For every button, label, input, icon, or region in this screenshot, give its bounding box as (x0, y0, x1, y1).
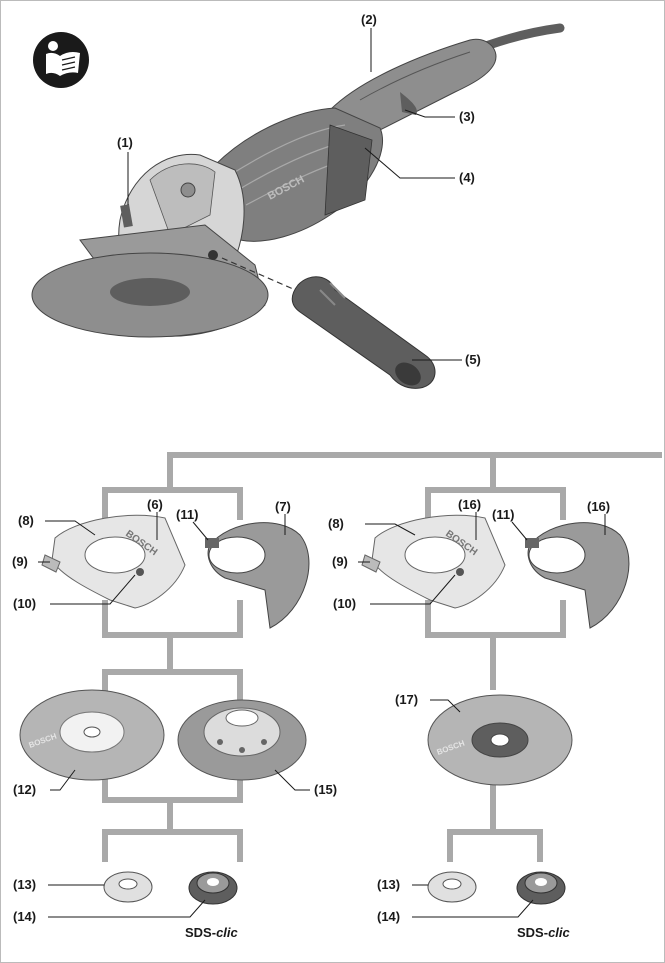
callout-14-left: (14) (13, 909, 36, 924)
callout-12: (12) (13, 782, 36, 797)
callout-17: (17) (395, 692, 418, 707)
sds-prefix-left: SDS- (185, 925, 216, 940)
disc-12: BOSCH (19, 689, 165, 781)
callout-9-right: (9) (332, 554, 348, 569)
callout-13-right: (13) (377, 877, 400, 892)
guard-left-6: BOSCH (41, 514, 186, 609)
callout-13-left: (13) (13, 877, 36, 892)
callout-1: (1) (117, 135, 133, 150)
nut-left-14 (188, 871, 238, 905)
callout-7: (7) (275, 499, 291, 514)
disc-17: BOSCH (427, 694, 573, 786)
guard-right-16: BOSCH (361, 514, 506, 609)
callout-14-right: (14) (377, 909, 400, 924)
tree-connectors (102, 452, 662, 862)
read-manual-icon (33, 32, 89, 88)
flange-right-13 (427, 871, 477, 903)
side-handle (291, 276, 436, 389)
bottom-leader-lines (38, 512, 606, 918)
callout-6: (6) (147, 497, 163, 512)
sds-suffix-right: clic (548, 925, 570, 940)
callout-3: (3) (459, 109, 475, 124)
callout-16-right-b: (16) (587, 499, 610, 514)
callout-11-left: (11) (176, 507, 198, 522)
sds-suffix-left: clic (216, 925, 238, 940)
callout-2: (2) (361, 12, 377, 27)
callout-8-left: (8) (18, 513, 34, 528)
nut-right-14 (516, 871, 566, 905)
sds-prefix-right: SDS- (517, 925, 548, 940)
callout-5: (5) (465, 352, 481, 367)
callout-16-right-a: (16) (458, 497, 481, 512)
disc-15 (177, 699, 307, 781)
callout-11-right: (11) (492, 507, 514, 522)
sds-clic-label-right: SDS-clic (517, 925, 571, 940)
callout-10-right: (10) (333, 596, 356, 611)
callout-10-left: (10) (13, 596, 36, 611)
angle-grinder: BOSCH (31, 23, 565, 338)
callout-15: (15) (314, 782, 337, 797)
handle-mount-line (221, 257, 301, 293)
callout-8-right: (8) (328, 516, 344, 531)
top-leader-lines (127, 28, 462, 361)
guard-right-16b (525, 522, 630, 629)
callout-4: (4) (459, 170, 475, 185)
callout-9-left: (9) (12, 554, 28, 569)
sds-clic-label-left: SDS-clic (185, 925, 239, 940)
guard-left-7 (205, 522, 310, 629)
flange-left-13 (103, 871, 153, 903)
